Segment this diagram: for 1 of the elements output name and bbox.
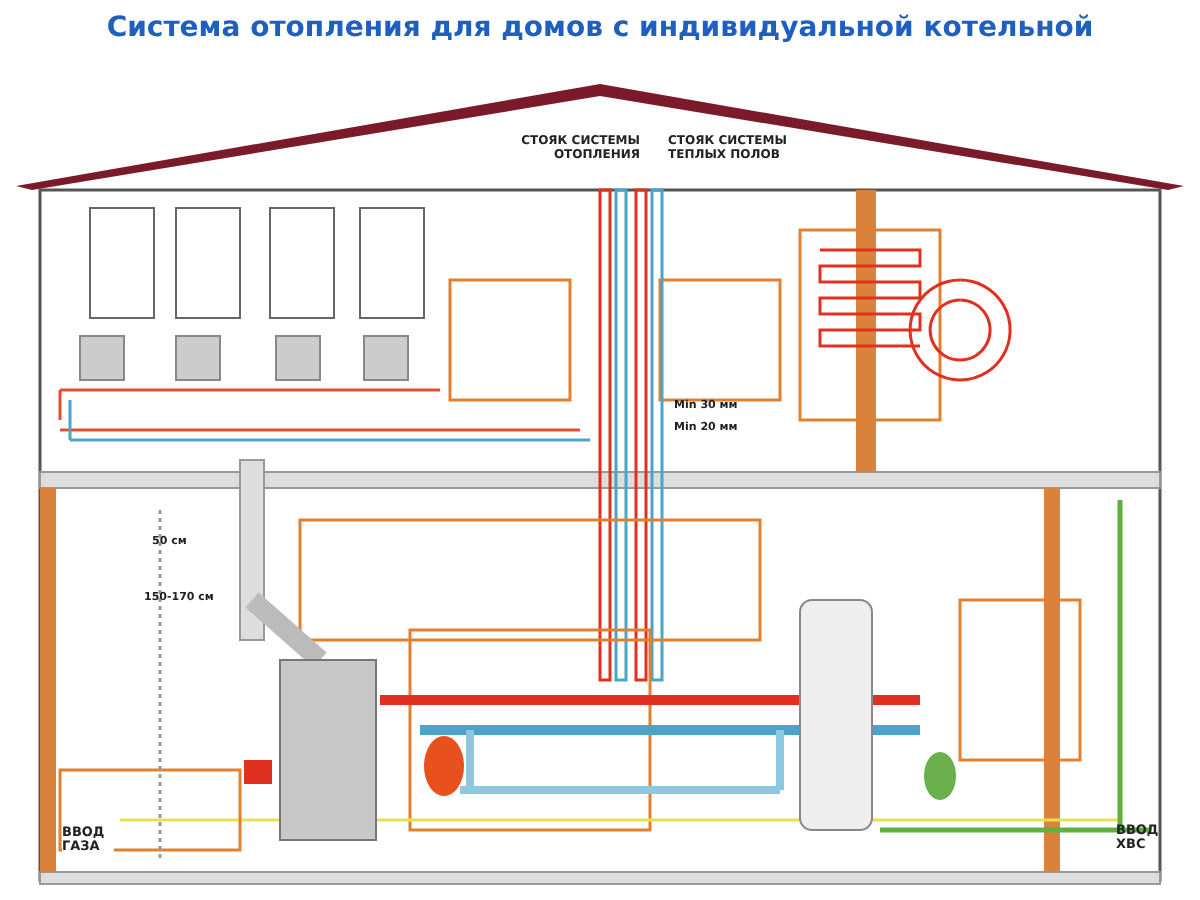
- diagram-title: Система отопления для домов с индивидуальной котельной: [104, 12, 1096, 44]
